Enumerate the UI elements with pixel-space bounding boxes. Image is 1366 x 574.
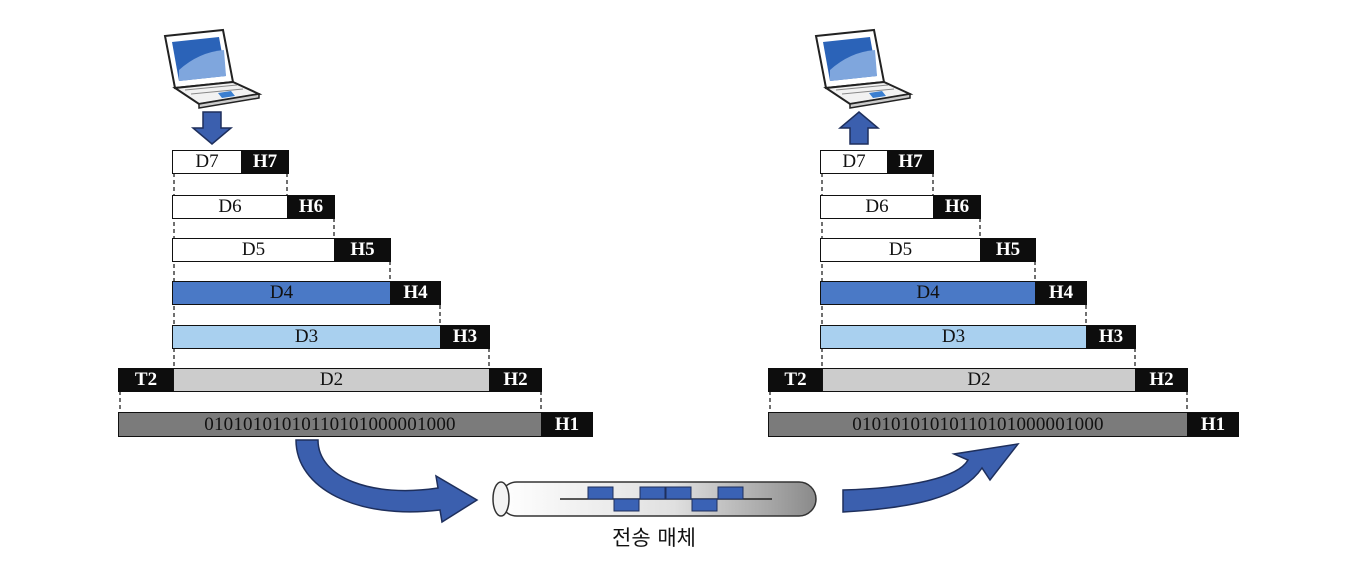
sender-layer2-trailer: T2	[118, 368, 174, 392]
curved-arrow-to-medium-icon	[295, 439, 479, 524]
sender-arrow-down-icon	[190, 111, 234, 145]
receiver-layer6-header: H6	[933, 195, 981, 219]
sender-laptop-icon	[163, 28, 263, 109]
receiver-layer2-header: H2	[1135, 368, 1188, 392]
receiver-layer6-data: D6	[820, 195, 934, 219]
receiver-layer3-header: H3	[1086, 325, 1136, 349]
receiver-layer5-data: D5	[820, 238, 981, 262]
receiver-laptop-icon	[814, 28, 914, 109]
sender-layer6-data: D6	[172, 195, 288, 219]
receiver-layer5-header: H5	[980, 238, 1036, 262]
receiver-layer7-header: H7	[887, 150, 934, 174]
sender-layer2-data: D2	[173, 368, 490, 392]
sender-layer2-header: H2	[489, 368, 542, 392]
receiver-layer3-data: D3	[820, 325, 1087, 349]
receiver-layer1-header: H1	[1187, 412, 1239, 437]
sender-layer5-data: D5	[172, 238, 335, 262]
sender-layer7-header: H7	[241, 150, 289, 174]
sender-layer6-header: H6	[287, 195, 335, 219]
sender-layer1-bits: 01010101010110101000001000	[118, 412, 542, 437]
sender-layer7-data: D7	[172, 150, 242, 174]
sender-layer3-header: H3	[440, 325, 490, 349]
receiver-arrow-up-icon	[837, 111, 881, 145]
sender-layer1-header: H1	[541, 412, 593, 437]
receiver-layer7-data: D7	[820, 150, 888, 174]
sender-layer4-data: D4	[172, 281, 391, 305]
receiver-layer2-trailer: T2	[768, 368, 823, 392]
receiver-layer4-header: H4	[1035, 281, 1087, 305]
transmission-medium-label: 전송 매체	[612, 526, 696, 550]
sender-layer3-data: D3	[172, 325, 441, 349]
transmission-cable-icon	[492, 481, 817, 517]
receiver-layer1-bits: 01010101010110101000001000	[768, 412, 1188, 437]
sender-layer4-header: H4	[390, 281, 441, 305]
receiver-layer4-data: D4	[820, 281, 1036, 305]
curved-arrow-from-medium-icon	[842, 442, 1020, 513]
receiver-layer2-data: D2	[822, 368, 1136, 392]
sender-layer5-header: H5	[334, 238, 391, 262]
